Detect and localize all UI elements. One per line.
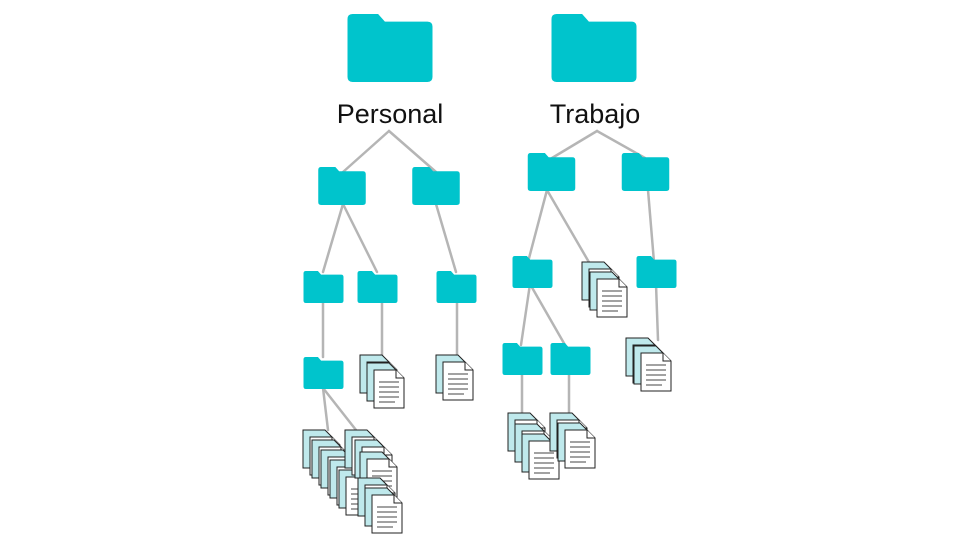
folder-icon[interactable] xyxy=(621,153,670,191)
documents-icon[interactable] xyxy=(435,354,474,401)
connector xyxy=(387,129,438,174)
folder-icon[interactable] xyxy=(636,256,677,288)
connector xyxy=(341,202,379,274)
folder-icon[interactable] xyxy=(303,271,344,303)
root-label-trabajo: Trabajo xyxy=(550,99,641,129)
folder-icon[interactable] xyxy=(436,271,477,303)
trabajo-root-folder-icon[interactable] xyxy=(551,14,637,82)
connector xyxy=(528,282,567,347)
connector xyxy=(519,282,532,347)
connector xyxy=(550,129,599,160)
documents-icon[interactable] xyxy=(359,354,405,409)
connector xyxy=(341,129,391,174)
folder-icon[interactable] xyxy=(550,343,591,375)
connector xyxy=(321,386,330,432)
trabajo-tree: Trabajo xyxy=(502,14,677,480)
personal-root-folder-icon[interactable] xyxy=(347,14,433,82)
documents-icon[interactable] xyxy=(581,261,628,318)
folder-icon[interactable] xyxy=(527,153,576,191)
connector xyxy=(545,188,592,266)
connector xyxy=(654,282,660,342)
documents-icon[interactable] xyxy=(625,337,672,392)
connector xyxy=(434,202,458,274)
root-label-personal: Personal xyxy=(337,99,444,129)
personal-tree: Personal xyxy=(302,14,477,534)
folder-icon[interactable] xyxy=(512,256,553,288)
folder-icon[interactable] xyxy=(318,167,366,205)
folder-icon[interactable] xyxy=(303,357,344,389)
folder-icon[interactable] xyxy=(502,343,543,375)
connector xyxy=(321,202,345,274)
connector xyxy=(526,188,549,264)
folder-icon[interactable] xyxy=(412,167,460,205)
folder-icon[interactable] xyxy=(357,271,398,303)
connector xyxy=(646,188,656,264)
connector xyxy=(321,386,358,432)
